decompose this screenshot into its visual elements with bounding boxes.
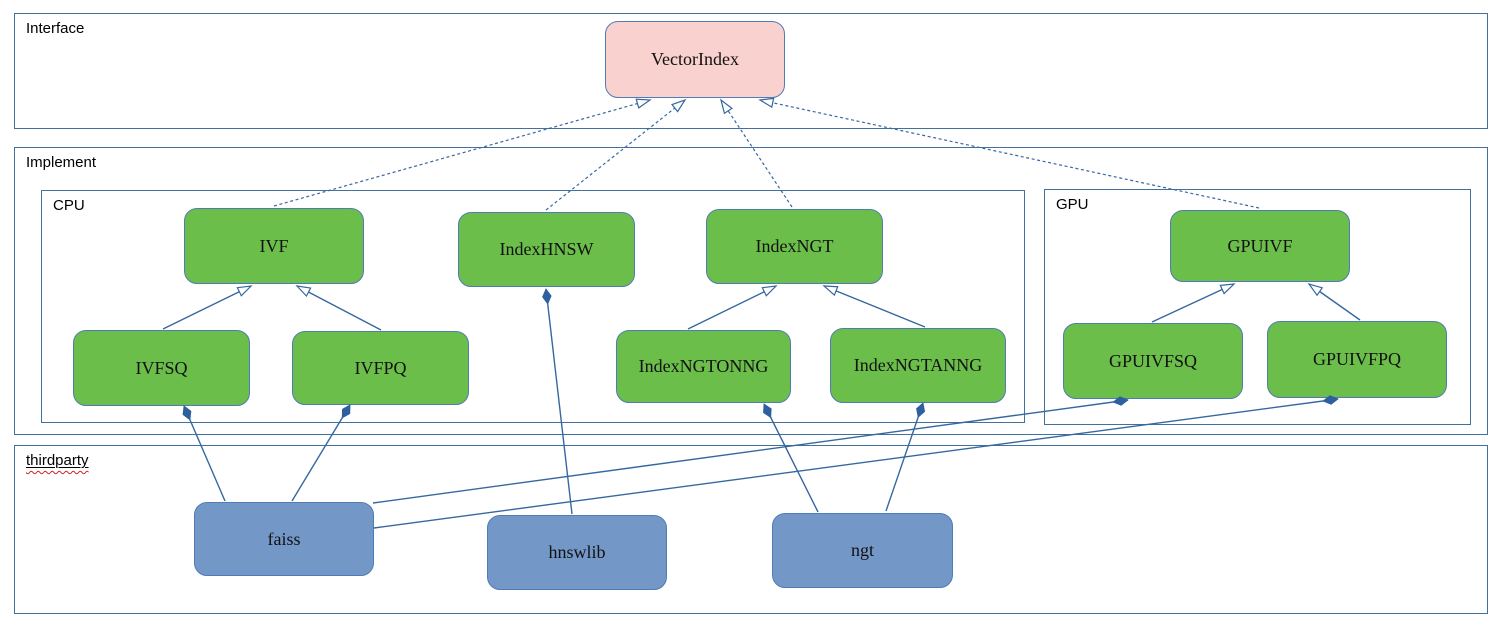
- indexngt-node-label: IndexNGT: [755, 236, 834, 256]
- ivfpq-node-label: IVFPQ: [354, 357, 407, 378]
- interface-label-text: Interface: [26, 20, 85, 37]
- indexngtanng-node: IndexNGTANNG: [830, 328, 1006, 403]
- gpu-label: GPU: [1056, 196, 1089, 213]
- faiss-node-label: faiss: [267, 528, 301, 549]
- gpuivfpq-node-label: GPUIVFPQ: [1312, 349, 1402, 369]
- indexngtonng-node: IndexNGTONNG: [616, 330, 791, 403]
- gpuivf-node: GPUIVF: [1170, 210, 1350, 282]
- implement-label: Implement: [26, 154, 96, 171]
- ngt-node: ngt: [772, 513, 953, 588]
- ivfpq-node: IVFPQ: [292, 331, 469, 405]
- indexhnsw-node-label: IndexHNSW: [499, 239, 594, 259]
- indexngtonng-node-label: IndexNGTONNG: [638, 356, 769, 376]
- interface-label: Interface: [26, 20, 84, 37]
- gpuivf-node-label: GPUIVF: [1227, 235, 1293, 256]
- implement-label-text: Implement: [26, 154, 97, 171]
- thirdparty-label-text: thirdparty: [26, 452, 89, 469]
- hnswlib-node: hnswlib: [487, 515, 667, 590]
- vectorindex-node-label: VectorIndex: [651, 49, 739, 69]
- gpuivfpq-node: GPUIVFPQ: [1267, 321, 1447, 398]
- cpu-label: CPU: [53, 197, 85, 214]
- thirdparty-label: thirdparty: [26, 452, 89, 469]
- indexngtanng-node-label: IndexNGTANNG: [853, 355, 983, 375]
- ivf-node: IVF: [184, 208, 364, 284]
- faiss-node: faiss: [194, 502, 374, 576]
- ngt-node-label: ngt: [850, 540, 874, 560]
- gpuivfsq-node: GPUIVFSQ: [1063, 323, 1243, 399]
- indexngt-node: IndexNGT: [706, 209, 883, 284]
- gpuivfsq-node-label: GPUIVFSQ: [1108, 350, 1198, 371]
- gpu-label-text: GPU: [1056, 196, 1089, 213]
- ivfsq-node-label: IVFSQ: [135, 357, 188, 378]
- cpu-label-text: CPU: [53, 197, 85, 214]
- ivfsq-node: IVFSQ: [73, 330, 250, 406]
- vectorindex-node: VectorIndex: [605, 21, 785, 98]
- ivf-node-label: IVF: [259, 235, 289, 256]
- hnswlib-node-label: hnswlib: [548, 542, 606, 562]
- indexhnsw-node: IndexHNSW: [458, 212, 635, 287]
